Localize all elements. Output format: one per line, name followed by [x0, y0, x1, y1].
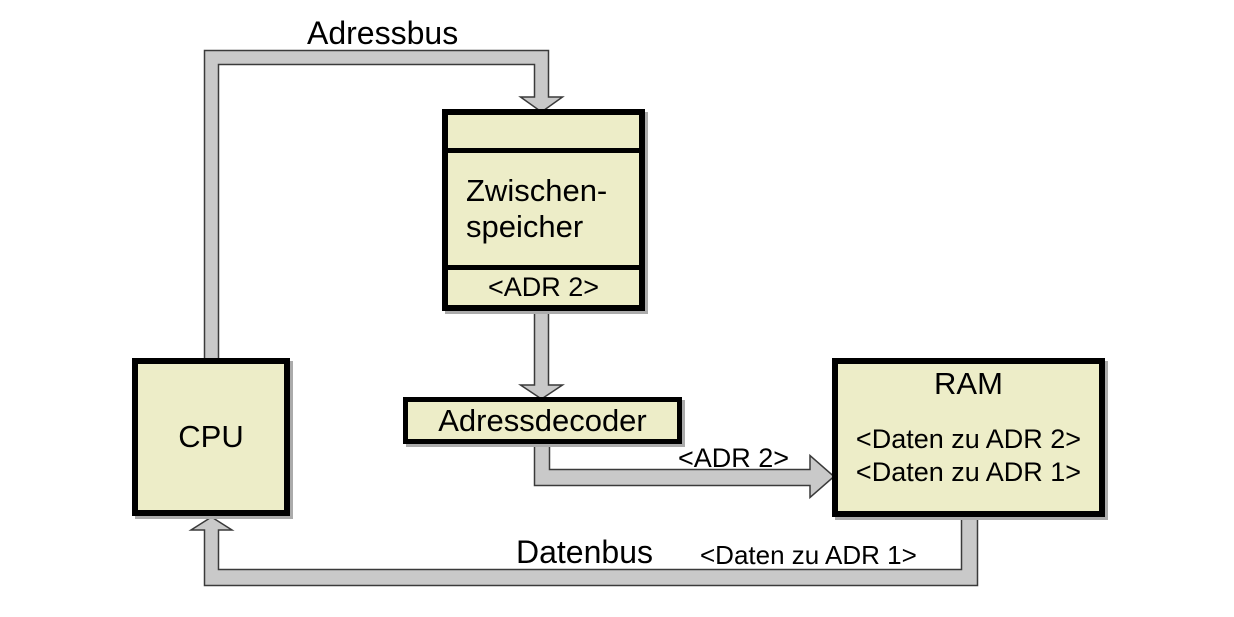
zwischenspeicher-divider-2 — [448, 265, 639, 270]
daten-zu-adr1-bus-label: <Daten zu ADR 1> — [700, 540, 917, 570]
ram-label: RAM — [934, 366, 1003, 401]
zwischenspeicher-address-section: <ADR 2> — [448, 270, 639, 305]
ram-box: RAM <Daten zu ADR 2> <Daten zu ADR 1> — [832, 358, 1105, 517]
zwischenspeicher-name-section: Zwischen- speicher — [448, 153, 639, 265]
zwischenspeicher-top-section — [448, 115, 639, 148]
ram-data-row-adr1: <Daten zu ADR 1> — [855, 457, 1082, 487]
zwischenspeicher-divider-1 — [448, 148, 639, 153]
datenbus-path — [188, 511, 979, 587]
decoder-to-ram-path — [533, 439, 836, 500]
adr2-bus-label: <ADR 2> — [678, 443, 790, 473]
adressdecoder-label: Adressdecoder — [438, 402, 647, 438]
cpu-box: CPU — [132, 358, 290, 516]
cpu-label: CPU — [178, 419, 244, 454]
adressbus-path — [203, 49, 565, 363]
ram-data-row-adr2: <Daten zu ADR 2> — [855, 424, 1082, 454]
adressbus-label: Adressbus — [307, 15, 459, 51]
datenbus-label: Datenbus — [516, 534, 653, 570]
zwischenspeicher-label-line1: Zwischen- — [466, 173, 608, 208]
zwischenspeicher-box: Zwischen- speicher <ADR 2> — [442, 109, 645, 311]
zwischenspeicher-address-value: <ADR 2> — [487, 272, 600, 302]
buffer-to-decoder-path — [518, 299, 565, 400]
adressdecoder-box: Adressdecoder — [403, 397, 682, 444]
zwischenspeicher-label-line2: speicher — [466, 209, 584, 244]
